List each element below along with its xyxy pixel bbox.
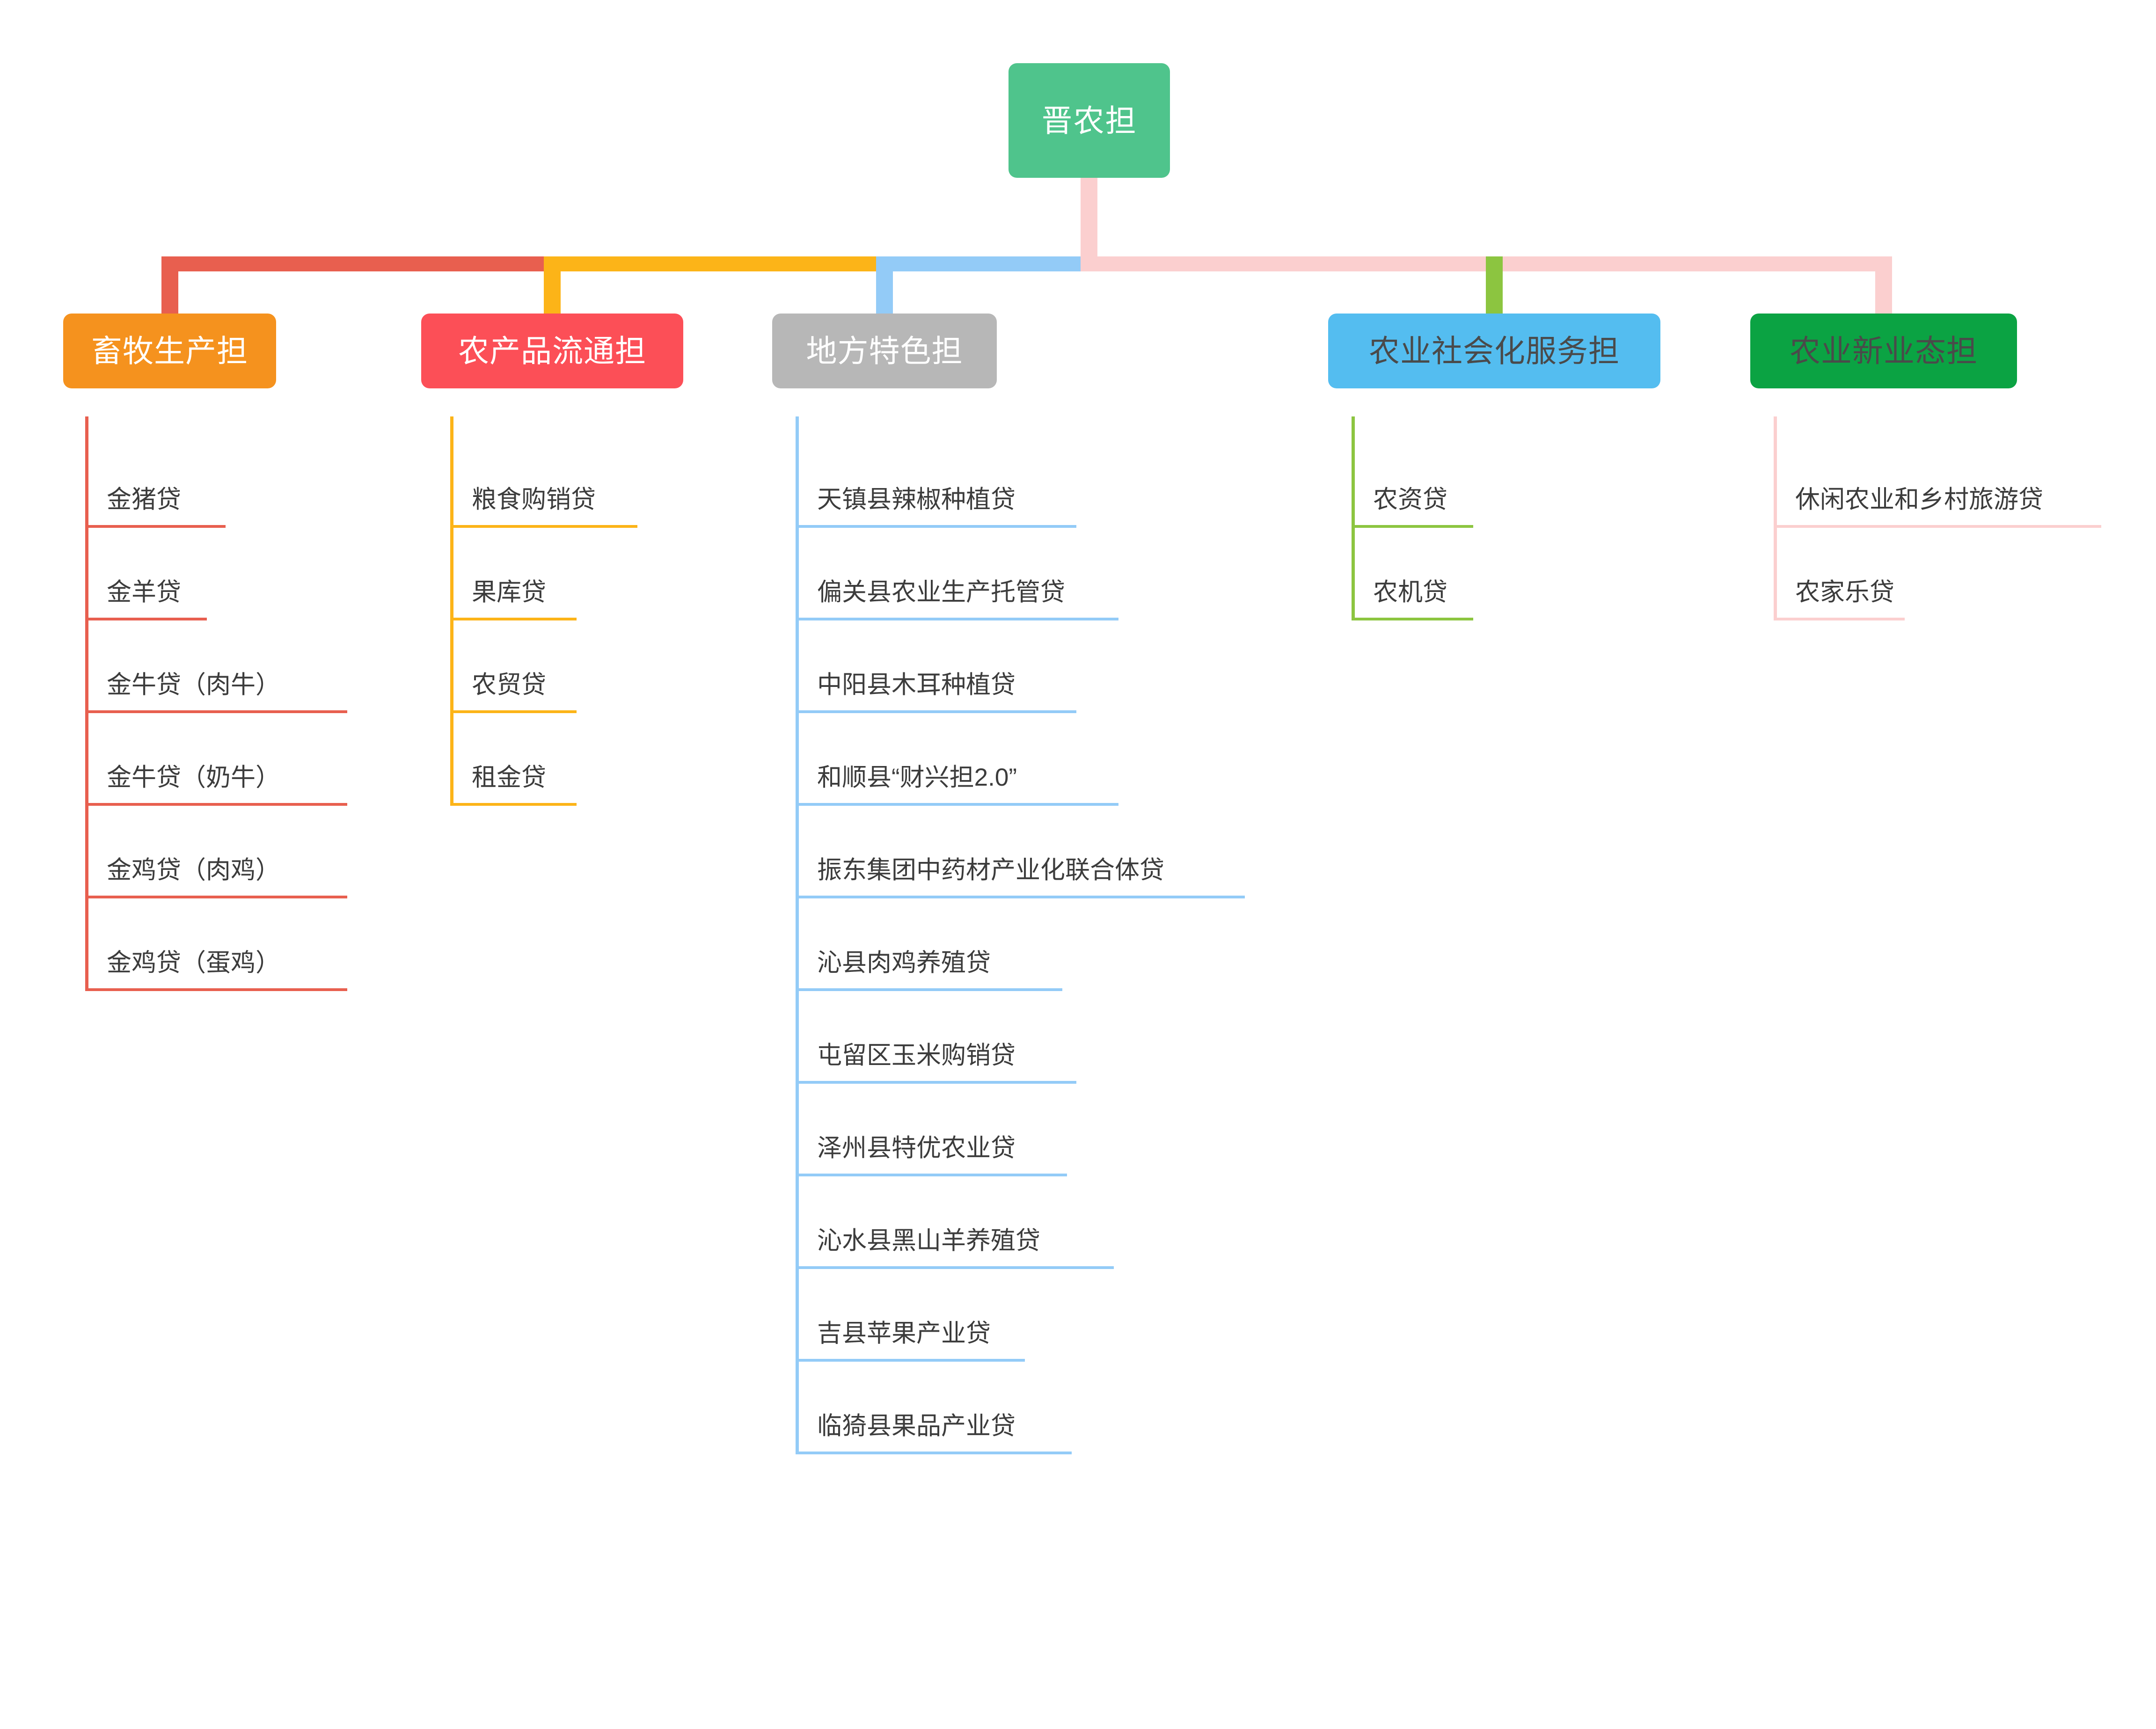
leaf-item-label: 沁县肉鸡养殖贷 [817, 949, 991, 977]
leaf-item-underline [1774, 525, 2101, 528]
branch-drop-connector-3 [876, 256, 893, 314]
leaf-item-label: 金羊贷 [107, 578, 181, 606]
leaf-item-label: 吉县苹果产业贷 [817, 1320, 991, 1347]
leaf-item-underline [1774, 618, 1905, 620]
leaf-item-label: 天镇县辣椒种植贷 [817, 486, 1016, 513]
leaf-item-underline [450, 803, 577, 806]
leaf-item-label: 金鸡贷（肉鸡） [107, 856, 280, 884]
leaf-item-underline [85, 710, 347, 713]
leaf-item-label: 屯留区玉米购销贷 [817, 1042, 1016, 1069]
branch-node-4[interactable]: 农业社会化服务担 [1328, 314, 1660, 388]
root-node[interactable]: 晋农担 [1009, 63, 1170, 178]
leaf-item-label: 振东集团中药材产业化联合体贷 [817, 856, 1164, 884]
leaf-item-underline [796, 710, 1076, 713]
leaf-trunk-5 [1774, 416, 1777, 620]
branch-node-label: 地方特色担 [806, 334, 963, 368]
leaf-item-label: 农资贷 [1373, 486, 1447, 513]
leaf-trunk-3 [796, 416, 799, 1454]
leaf-item-underline [796, 1081, 1076, 1084]
leaf-item-underline [85, 618, 207, 620]
leaf-item-underline [85, 896, 347, 898]
leaf-item-underline [796, 1174, 1067, 1176]
bus-segment-2 [544, 256, 876, 271]
branch-node-3[interactable]: 地方特色担 [772, 314, 997, 388]
branch-node-label: 农产品流通担 [458, 334, 646, 368]
branch-drop-connector-4 [1486, 256, 1503, 314]
leaf-item-underline [796, 1266, 1114, 1269]
leaf-item-underline [85, 988, 347, 991]
leaf-trunk-4 [1352, 416, 1355, 620]
branch-node-2[interactable]: 农产品流通担 [421, 314, 683, 388]
leaf-item-label: 金鸡贷（蛋鸡） [107, 949, 280, 977]
leaf-item-underline [796, 803, 1118, 806]
leaf-item-label: 沁水县黑山羊养殖贷 [817, 1227, 1040, 1255]
leaf-item-label: 金猪贷 [107, 486, 181, 513]
leaf-item-label: 和顺县“财兴担2.0” [817, 764, 1017, 791]
leaf-item-label: 泽州县特优农业贷 [817, 1134, 1016, 1162]
leaf-item-label: 休闲农业和乡村旅游贷 [1795, 486, 2043, 513]
leaf-item-label: 农贸贷 [472, 671, 546, 699]
leaf-item-underline [85, 803, 347, 806]
leaf-trunk-2 [450, 416, 453, 806]
leaf-item-label: 偏关县农业生产托管贷 [817, 578, 1065, 606]
root-node-label: 晋农担 [1041, 103, 1137, 138]
leaf-item-underline [1352, 618, 1473, 620]
leaf-item-label: 农机贷 [1373, 578, 1447, 606]
leaf-item-underline [796, 896, 1245, 898]
branch-drop-connector-1 [161, 256, 178, 314]
branch-node-1[interactable]: 畜牧生产担 [63, 314, 276, 388]
leaf-item-label: 果库贷 [472, 578, 546, 606]
leaf-item-underline [796, 1452, 1072, 1454]
leaf-item-label: 临猗县果品产业贷 [817, 1412, 1016, 1440]
branch-drop-connector-2 [544, 256, 561, 314]
leaf-item-underline [450, 710, 577, 713]
leaf-item-underline [450, 525, 637, 528]
leaf-item-label: 租金贷 [472, 764, 546, 791]
leaf-item-label: 农家乐贷 [1795, 578, 1894, 606]
leaf-item-underline [796, 525, 1076, 528]
leaf-item-label: 金牛贷（奶牛） [107, 764, 280, 791]
leaf-item-underline [796, 618, 1118, 620]
branch-node-label: 畜牧生产担 [91, 334, 248, 368]
root-drop-connector [1081, 178, 1097, 271]
bus-segment-1 [161, 256, 544, 271]
leaf-item-underline [796, 988, 1062, 991]
leaf-item-underline [450, 618, 577, 620]
leaf-item-label: 中阳县木耳种植贷 [817, 671, 1016, 699]
leaf-item-underline [1352, 525, 1473, 528]
branch-node-label: 农业社会化服务担 [1369, 334, 1620, 368]
leaf-item-label: 粮食购销贷 [472, 486, 596, 513]
leaf-trunk-1 [85, 416, 88, 991]
leaf-item-underline [796, 1359, 1025, 1362]
branch-drop-connector-5 [1875, 256, 1892, 314]
leaf-item-underline [85, 525, 226, 528]
branch-node-5[interactable]: 农业新业态担 [1750, 314, 2017, 388]
branch-node-label: 农业新业态担 [1790, 334, 1978, 368]
leaf-item-label: 金牛贷（肉牛） [107, 671, 280, 699]
bus-segment-3 [876, 256, 1081, 271]
